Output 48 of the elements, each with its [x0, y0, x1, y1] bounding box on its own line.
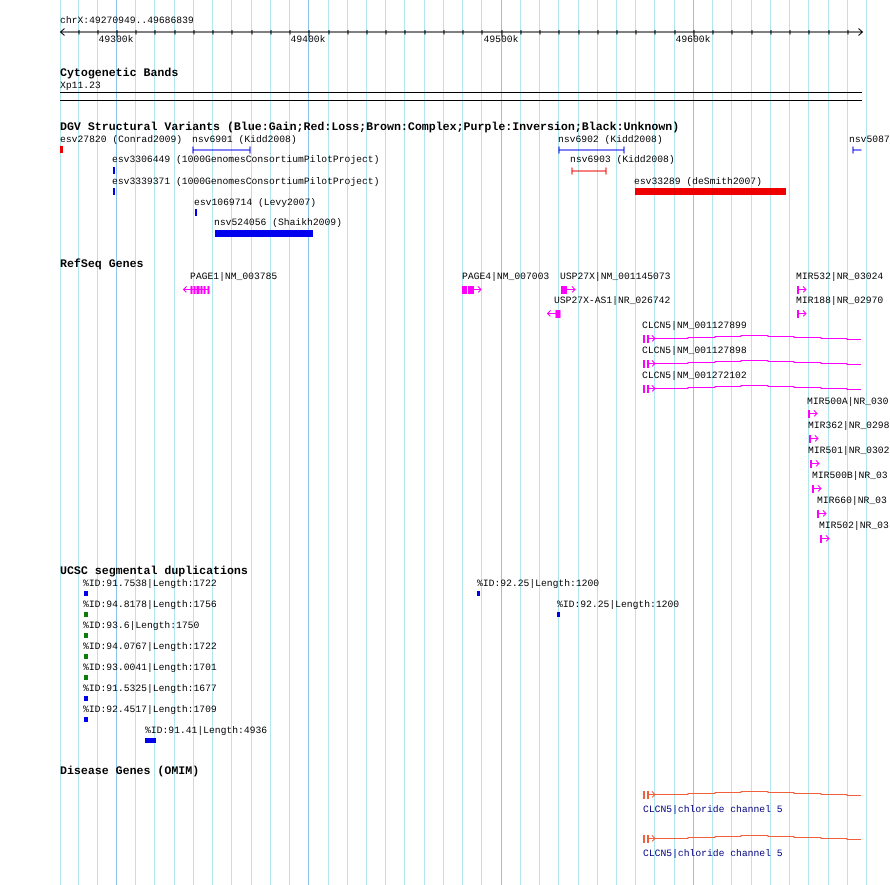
tick-label: 49400k [290, 35, 326, 45]
feature-label: CLCN5|chloride channel 5 [643, 805, 783, 815]
feature-label: %ID:92.25|Length:1200 [557, 600, 680, 610]
feature-label: PAGE4|NM_007003 [462, 272, 550, 282]
feature-label: nsv5087 [849, 135, 890, 145]
feature-label: %ID:94.8178|Length:1756 [83, 600, 217, 610]
feature-label: CLCN5|NM_001127898 [642, 346, 747, 356]
feature-label: %ID:94.0767|Length:1722 [83, 642, 217, 652]
feature-label: nsv6902 (Kidd2008) [558, 135, 663, 145]
feature-label: MIR502|NR_03 [819, 521, 889, 531]
feature-label: MIR188|NR_02970 [796, 296, 884, 306]
feature-label: %ID:91.5325|Length:1677 [83, 684, 217, 694]
feature-label: %ID:91.41|Length:4936 [145, 726, 268, 736]
feature-label: esv33289 (deSmith2007) [634, 177, 762, 187]
tick-label: 49300k [98, 35, 134, 45]
feature-label: MIR660|NR_03 [817, 496, 887, 506]
position-label: chrX:49270949..49686839 [60, 16, 194, 26]
feature-label: USP27X-AS1|NR_026742 [554, 296, 670, 306]
feature-label: CLCN5|NM_001272102 [642, 371, 747, 381]
feature-label: MIR362|NR_0298 [808, 421, 890, 431]
feature-label: esv3339371 (1000GenomesConsortiumPilotProject) [112, 177, 380, 187]
feature-label: PAGE1|NM_003785 [190, 272, 278, 282]
track-title: DGV Structural Variants (Blue:Gain;Red:Loss;Brown:Complex;Purple:Inversion;Black:Unknown) [60, 122, 680, 134]
feature-label: MIR500B|NR_03 [812, 471, 888, 481]
feature-label: esv3306449 (1000GenomesConsortiumPilotProject) [112, 155, 380, 165]
feature-label: %ID:92.25|Length:1200 [477, 579, 600, 589]
feature-label: esv1069714 (Levy2007) [194, 198, 316, 208]
track-title: Cytogenetic Bands [60, 68, 178, 80]
feature-label: nsv6903 (Kidd2008) [570, 155, 675, 165]
tick-label: 49500k [484, 35, 518, 45]
feature-label: %ID:92.4517|Length:1709 [83, 705, 217, 715]
feature-label: nsv524056 (Shaikh2009) [214, 218, 342, 228]
feature-label: USP27X|NM_001145073 [560, 272, 670, 282]
feature-label: MIR500A|NR_030 [807, 397, 888, 407]
feature-label: %ID:93.6|Length:1750 [83, 621, 200, 631]
track-title: Disease Genes (OMIM) [60, 766, 200, 778]
band-label: Xp11.23 [60, 81, 101, 91]
feature-label: MIR501|NR_0302 [808, 446, 890, 456]
feature-label: CLCN5|chloride channel 5 [643, 849, 783, 859]
track-title: UCSC segmental duplications [60, 566, 248, 578]
feature-label: nsv6901 (Kidd2008) [192, 135, 297, 145]
feature-label: CLCN5|NM_001127899 [642, 321, 747, 331]
feature-label: %ID:93.0041|Length:1701 [83, 663, 217, 673]
track-title: RefSeq Genes [60, 259, 144, 271]
feature-label: esv27820 (Conrad2009) [60, 135, 182, 145]
tick-label: 49600k [676, 35, 710, 45]
feature-label: %ID:91.7538|Length:1722 [83, 579, 217, 589]
feature-label: MIR532|NR_03024 [796, 272, 884, 282]
